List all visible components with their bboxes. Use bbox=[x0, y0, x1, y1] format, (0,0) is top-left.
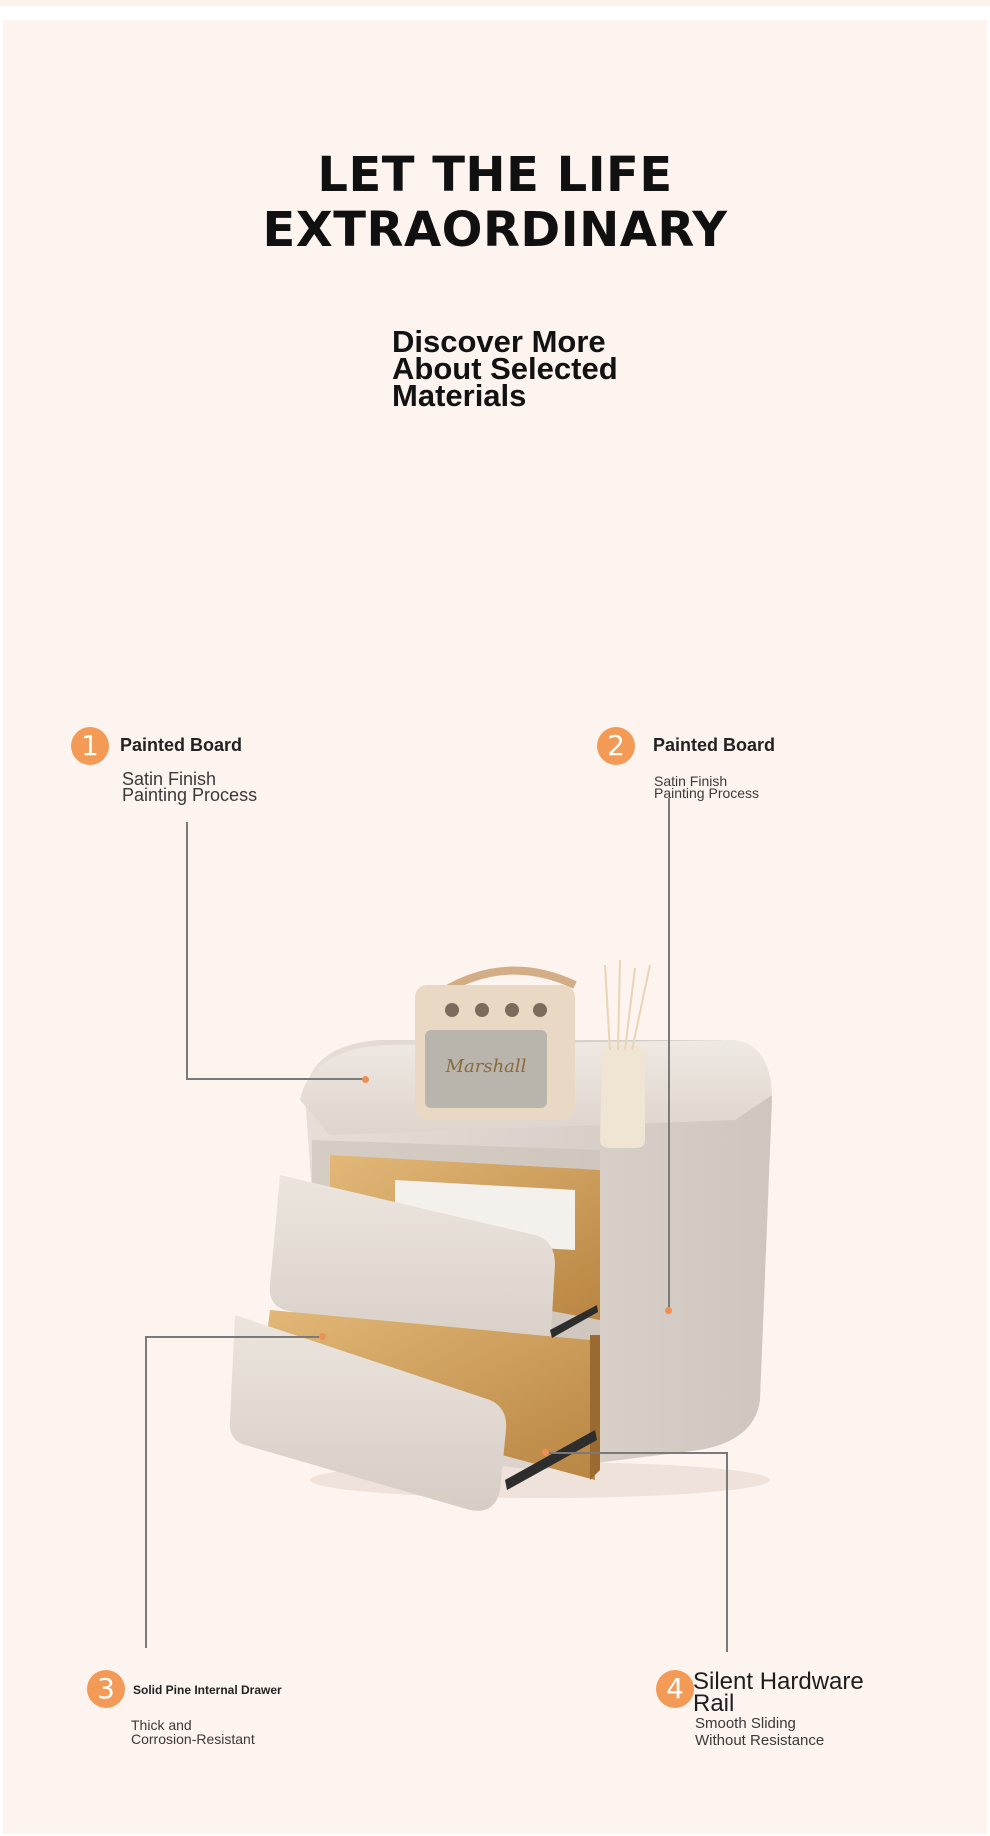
callout-3-sub-line-2: Corrosion-Resistant bbox=[131, 1731, 255, 1747]
leader-line-3-horizontal bbox=[145, 1336, 323, 1338]
speaker-brand-text: Marshall bbox=[445, 1056, 527, 1077]
callout-1-sub-line-1: Satin Finish bbox=[122, 769, 217, 789]
callout-dot-3 bbox=[319, 1333, 326, 1340]
callout-subtitle-4: Smooth Sliding Without Resistance bbox=[695, 1715, 824, 1749]
callout-badge-2: 2 bbox=[597, 727, 635, 765]
callout-subtitle-2: Satin Finish Painting Process bbox=[654, 773, 760, 801]
callout-title-2: Painted Board bbox=[653, 735, 776, 755]
callout-title-1: Painted Board bbox=[120, 735, 243, 755]
callout-badge-3: 3 bbox=[87, 1670, 125, 1708]
subheading-line-2: About Selected bbox=[392, 351, 618, 386]
headline-line-2: EXTRAORDINARY bbox=[262, 202, 728, 258]
callout-4-sub-line-1: Smooth Sliding bbox=[695, 1715, 796, 1732]
callout-badge-1: 1 bbox=[71, 727, 109, 765]
callout-dot-4 bbox=[542, 1449, 549, 1456]
callout-subtitle-3: Thick and Corrosion-Resistant bbox=[131, 1718, 255, 1746]
subheading-line-3: Materials bbox=[392, 378, 527, 413]
headline: LET THE LIFE EXTRAORDINARY bbox=[0, 148, 990, 258]
callout-title-4: Silent Hardware Rail bbox=[693, 1668, 864, 1717]
leader-line-4-horizontal bbox=[546, 1452, 728, 1454]
callout-badge-4: 4 bbox=[656, 1670, 694, 1708]
top-strip bbox=[0, 0, 990, 6]
callout-subtitle-1: Satin Finish Painting Process bbox=[122, 769, 258, 805]
callout-4-sub-line-2: Without Resistance bbox=[695, 1732, 825, 1749]
headline-line-1: LET THE LIFE bbox=[317, 147, 673, 203]
leader-line-1-horizontal bbox=[186, 1078, 366, 1080]
callout-title-3: Solid Pine Internal Drawer bbox=[133, 1683, 282, 1697]
leader-line-3-vertical bbox=[145, 1336, 147, 1648]
subheading: Discover More About Selected Materials bbox=[392, 324, 618, 413]
callout-dot-2 bbox=[665, 1307, 672, 1314]
callout-2-sub-line-1: Satin Finish bbox=[654, 773, 728, 789]
callout-3-sub-line-1: Thick and bbox=[131, 1717, 192, 1733]
content-panel bbox=[3, 20, 987, 1834]
leader-line-1-vertical bbox=[186, 822, 188, 1080]
subheading-line-1: Discover More bbox=[392, 324, 606, 359]
leader-line-4-vertical bbox=[726, 1452, 728, 1652]
callout-1-sub-line-2: Painting Process bbox=[122, 785, 258, 805]
leader-line-2-vertical bbox=[668, 798, 670, 1310]
callout-dot-1 bbox=[362, 1076, 369, 1083]
callout-2-sub-line-2: Painting Process bbox=[654, 785, 760, 801]
